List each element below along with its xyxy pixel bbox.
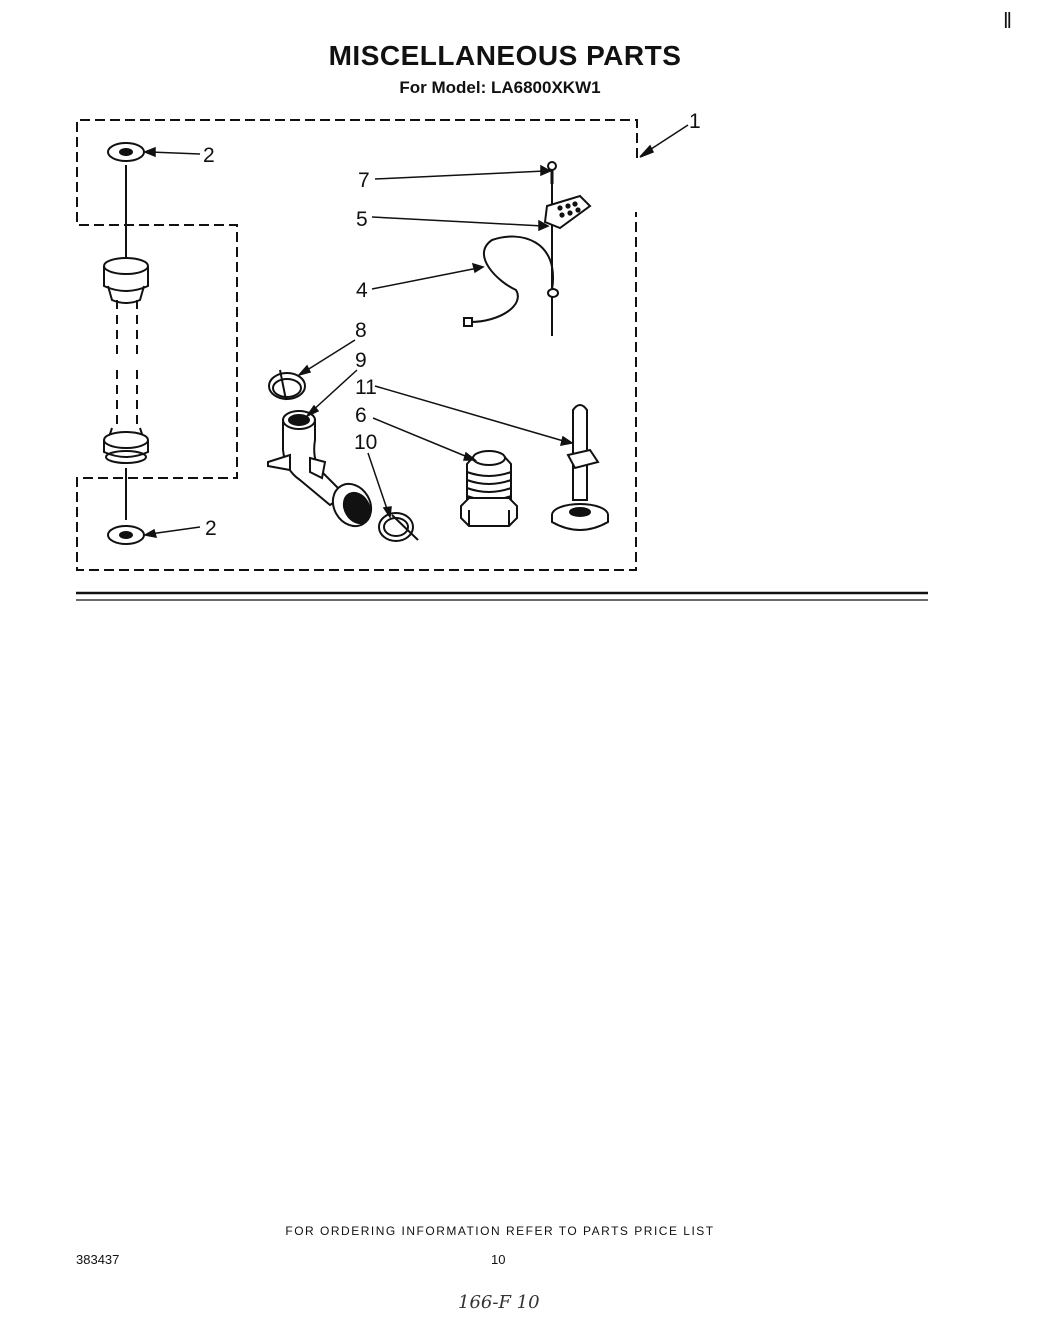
- callout-9: 9: [355, 349, 367, 372]
- foot-part-11: [551, 404, 609, 531]
- callout-2-top: 2: [203, 144, 215, 167]
- pin-part-7: [547, 161, 557, 184]
- bellows-part-6: [460, 450, 518, 527]
- callout-8: 8: [355, 319, 367, 342]
- callout-6: 6: [355, 404, 367, 427]
- corner-mark: ‖: [1003, 8, 1013, 33]
- callout-4: 4: [356, 279, 368, 302]
- callout-10: 10: [354, 431, 377, 454]
- callout-2-bottom: 2: [205, 517, 217, 540]
- clamp-part-10: [378, 512, 419, 542]
- callout-11: 11: [355, 376, 377, 399]
- washer-top: [107, 142, 145, 162]
- clamp-part-8: [268, 369, 306, 401]
- wire-part-4: [463, 235, 559, 327]
- callout-1: 1: [689, 110, 701, 133]
- callout-7: 7: [358, 169, 370, 192]
- washer-bottom: [107, 525, 145, 545]
- page-title: MISCELLANEOUS PARTS: [328, 40, 682, 71]
- plate-part-5: [543, 194, 592, 230]
- ordering-note: FOR ORDERING INFORMATION REFER TO PARTS …: [285, 1224, 715, 1238]
- leader-lines: [142, 124, 689, 538]
- handwritten-note: 166-F 10: [458, 1292, 540, 1313]
- lower-collar: [103, 427, 149, 464]
- leveling-leg-assembly: [103, 142, 149, 545]
- callout-5: 5: [356, 208, 368, 231]
- assembly-boundary: [76, 119, 638, 571]
- upper-collar: [103, 257, 149, 304]
- document-number: 383437: [76, 1252, 120, 1267]
- ground-wire-assembly: [463, 161, 592, 336]
- page-number: 10: [491, 1252, 506, 1267]
- hose-part-9: [267, 410, 373, 528]
- model-subtitle: For Model: LA6800XKW1: [399, 78, 601, 97]
